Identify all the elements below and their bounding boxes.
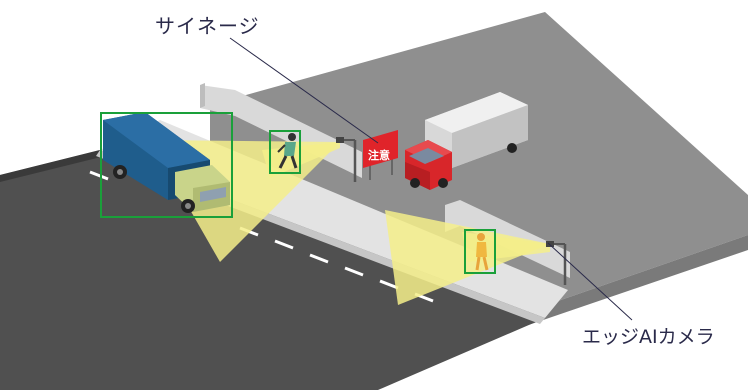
- signage-board-text: 注意: [368, 148, 390, 162]
- blue-truck: [103, 112, 230, 213]
- signage-label: サイネージ: [155, 14, 260, 38]
- edge-ai-camera-label: エッジAIカメラ: [582, 326, 715, 348]
- edge-ai-camera-pole-2: [546, 241, 567, 285]
- detection-box-pedestrian-2: [464, 229, 496, 274]
- pedestrian-running: [277, 133, 298, 169]
- road-edge: [0, 150, 105, 182]
- edge-ai-camera-pole-1: [336, 137, 357, 182]
- pedestrian-walking: [475, 233, 489, 271]
- road: [0, 150, 545, 390]
- camera-callout-line: [547, 242, 633, 321]
- detection-box-pedestrian-1: [269, 130, 301, 174]
- signage-board: 注意: [363, 130, 398, 180]
- signage-callout-line: [229, 37, 379, 144]
- wall-left-side: [200, 83, 205, 108]
- red-truck: [405, 92, 528, 190]
- detection-box-truck: [100, 112, 233, 218]
